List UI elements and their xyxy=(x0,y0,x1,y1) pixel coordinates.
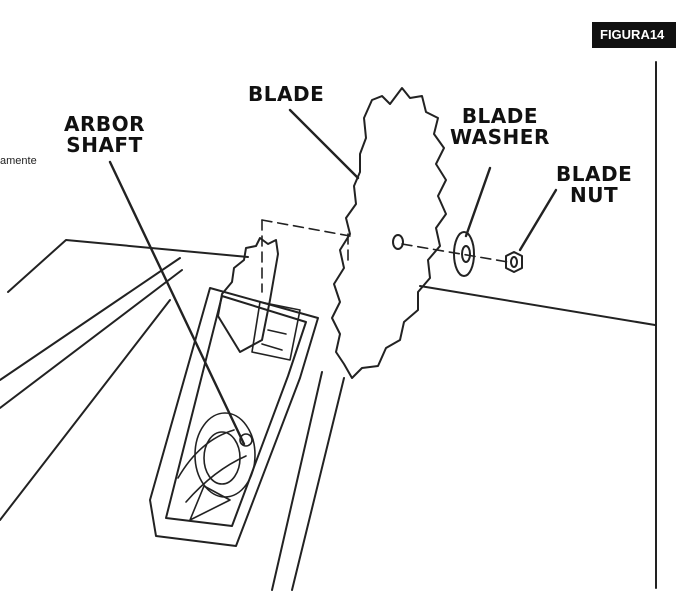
label-nut-line1: BLADE xyxy=(556,162,633,186)
table-right-rail xyxy=(271,371,323,591)
label-arbor-line2: SHAFT xyxy=(66,133,143,157)
label-washer-line2: WASHER xyxy=(450,125,550,149)
blade-washer-shape xyxy=(453,231,475,277)
blade-nut-hole xyxy=(510,256,518,268)
blade-leader xyxy=(288,108,360,180)
label-blade-nut: BLADE NUT xyxy=(556,164,632,206)
installed-blade xyxy=(217,237,279,353)
blade-nut-shape xyxy=(505,251,523,273)
table-left-rail-lower xyxy=(0,299,171,521)
table-left-rail xyxy=(0,257,181,381)
assembly-guide-lines xyxy=(261,219,509,293)
arbor-internals xyxy=(177,301,301,521)
leader-lines xyxy=(108,108,558,446)
table-right-rail-inner xyxy=(291,377,345,591)
side-text-fragment: amente xyxy=(0,155,37,167)
table-top-edge xyxy=(7,239,249,293)
figure-badge: FIGURA14 xyxy=(592,22,676,48)
throat-inner xyxy=(165,295,307,527)
table-left-rail-inner xyxy=(0,269,183,409)
throat-opening xyxy=(149,287,319,547)
table-back-edge xyxy=(419,285,656,326)
label-washer-line1: BLADE xyxy=(461,104,539,128)
label-blade: BLADE xyxy=(248,84,324,105)
label-blade-washer: BLADE WASHER xyxy=(450,106,550,148)
label-blade-text: BLADE xyxy=(248,82,325,106)
blade-arbor-hole xyxy=(392,234,404,250)
label-arbor-shaft: ARBOR SHAFT xyxy=(64,114,145,156)
label-nut-line2: NUT xyxy=(570,183,619,207)
blade-disc xyxy=(331,87,447,379)
nut-leader xyxy=(518,188,558,252)
arbor-leader xyxy=(108,160,246,446)
label-arbor-line1: ARBOR xyxy=(64,112,146,136)
blade-washer-hole xyxy=(461,245,471,263)
washer-leader xyxy=(464,166,492,238)
